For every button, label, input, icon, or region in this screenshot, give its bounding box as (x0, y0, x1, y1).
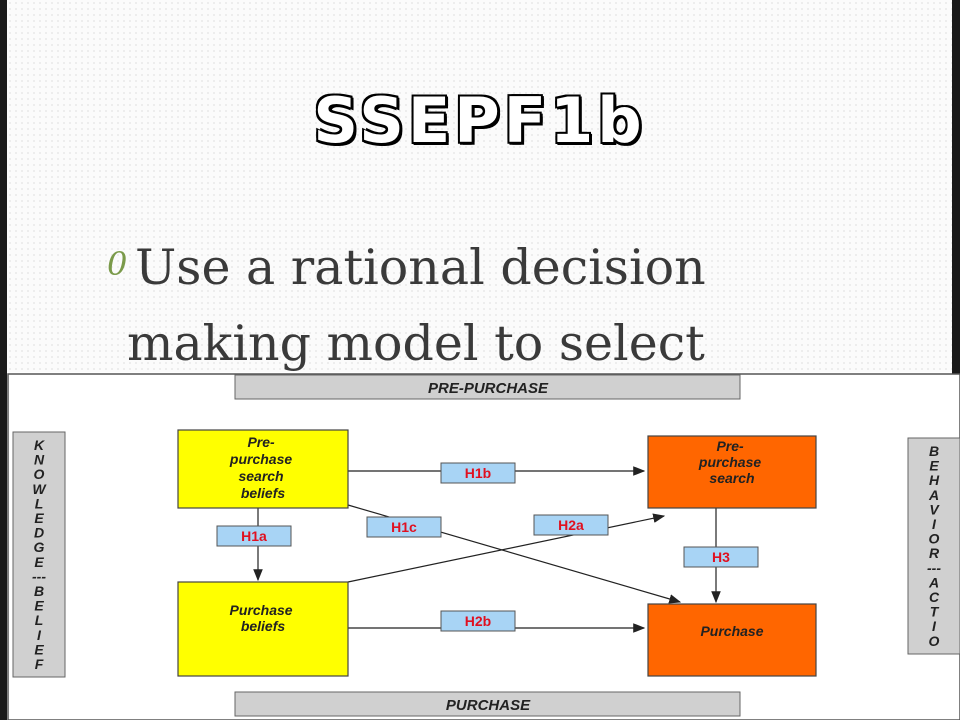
knowledge-belief-letter: B (34, 583, 44, 599)
svg-text:H3: H3 (712, 549, 730, 565)
purchase-beliefs-label: Purchase beliefs (230, 602, 297, 634)
hyp-h1b: H1b (440, 462, 516, 484)
bullet-line-1: Use a rational decision (135, 239, 706, 296)
slide-title: SSEPF1b (313, 84, 646, 157)
behavior-action-letter: O (929, 633, 940, 649)
behavior-action-letter: T (930, 604, 940, 620)
behavior-action-letter: I (932, 516, 937, 532)
bullet-marker: 0 (107, 245, 128, 283)
pre-purchase-search-beliefs-label: Pre- purchase search beliefs (229, 434, 296, 501)
purchase-beliefs-box (177, 581, 349, 677)
hyp-h1c: H1c (366, 516, 442, 538)
left-frame-border (0, 0, 7, 720)
hyp-h3: H3 (683, 546, 759, 568)
slide-area: SSEPF1b 0 Use a rational decision making… (7, 0, 952, 372)
hyp-h2a: H2a (533, 514, 609, 536)
purchase-bar-label: PURCHASE (446, 697, 531, 714)
knowledge-belief-letter: D (34, 525, 44, 541)
knowledge-belief-letter: W (32, 481, 47, 497)
knowledge-belief-letter: --- (32, 568, 46, 584)
behavior-action-letter: A (928, 487, 939, 503)
knowledge-belief-letter: E (34, 554, 44, 570)
purchase-bar (234, 691, 741, 717)
knowledge-belief-letter: E (34, 598, 44, 614)
knowledge-belief-letter: K (34, 437, 45, 453)
behavior-action-letter: B (929, 443, 939, 459)
bullet-line-2: making model to select (127, 315, 705, 372)
behavior-action-letter: R (929, 545, 940, 561)
svg-text:H1c: H1c (391, 519, 417, 535)
hyp-h2b: H2b (440, 610, 516, 632)
pre-purchase-bar-label: PRE-PURCHASE (428, 380, 549, 397)
svg-text:H1a: H1a (241, 528, 267, 544)
right-frame-border (952, 0, 960, 720)
knowledge-belief-letter: G (34, 539, 45, 555)
behavior-action-letter: H (929, 472, 940, 488)
pre-purchase-search-label: Pre- purchase search (698, 438, 765, 486)
knowledge-belief-letter: L (35, 495, 44, 511)
knowledge-belief-letter: F (35, 656, 44, 672)
arrow-h2a (347, 513, 666, 583)
behavior-action-letter: E (929, 458, 939, 474)
svg-text:H2a: H2a (558, 517, 584, 533)
pre-purchase-bar (234, 374, 741, 400)
purchase-label: Purchase (700, 623, 763, 639)
purchase-box (647, 603, 817, 677)
knowledge-belief-letter: E (34, 510, 44, 526)
behavior-action-letter: --- (927, 560, 941, 576)
pre-purchase-search-box (647, 435, 817, 509)
behavior-action-letter: C (929, 589, 940, 605)
knowledge-belief-letter: E (34, 641, 44, 657)
knowledge-belief-letter: N (34, 452, 45, 468)
knowledge-belief-letter: O (34, 466, 45, 482)
behavior-action-letter: O (929, 531, 940, 547)
behavior-action-letter: V (929, 501, 940, 517)
pre-purchase-search-beliefs-box (177, 429, 349, 509)
diagram-frame (7, 373, 960, 721)
hyp-h1a: H1a (216, 525, 292, 547)
behavior-action-letter: A (928, 574, 939, 590)
behavior-action-letter: I (932, 618, 937, 634)
knowledge-belief-bar (12, 431, 66, 678)
bullet-text: Use a rational decision making model to … (127, 230, 895, 382)
behavior-action-bar (907, 437, 960, 655)
svg-text:H2b: H2b (465, 613, 491, 629)
knowledge-belief-letter: I (37, 627, 42, 643)
knowledge-belief-letter: L (35, 612, 44, 628)
svg-text:H1b: H1b (465, 465, 491, 481)
